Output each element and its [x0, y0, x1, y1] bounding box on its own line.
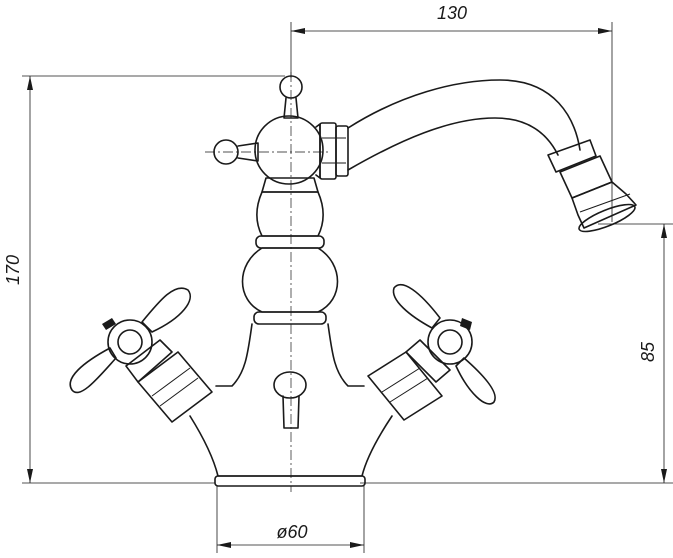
left-valve-line-2 — [159, 377, 199, 407]
left-valve-body — [137, 351, 213, 423]
right-handle — [367, 283, 496, 421]
popup-lever-knob — [273, 371, 307, 399]
right-valve-line-1 — [381, 367, 421, 393]
base-plate — [214, 475, 366, 487]
head-ball — [254, 115, 324, 185]
lower-ring — [253, 311, 327, 325]
dimension-spout-height: 85 — [360, 223, 673, 484]
arrowhead-top — [27, 76, 33, 90]
popup-lever-rod — [282, 395, 300, 429]
right-handle-hub-inner — [437, 329, 463, 355]
dimension-width: 130 — [290, 3, 613, 222]
body-saddle-left — [215, 323, 253, 387]
top-finial-ball — [279, 75, 303, 99]
right-valve-line-2 — [389, 377, 429, 403]
base-diameter-label: ø60 — [276, 522, 307, 542]
side-finial-ball — [213, 139, 239, 165]
top-finial-stem — [283, 97, 299, 119]
spout-arm-bottom — [347, 117, 559, 171]
neck-collar — [261, 177, 319, 193]
dimension-height: 170 — [3, 75, 285, 484]
arrowhead-right — [598, 28, 612, 34]
left-handle-blade-lower — [69, 347, 117, 394]
height-label: 170 — [3, 255, 23, 285]
right-valve-body — [367, 351, 443, 421]
right-handle-blade-lower — [455, 357, 496, 405]
arrowhead-spout-bottom — [661, 469, 667, 483]
arrowhead-base-left — [217, 542, 231, 548]
spout-outlet-mouth — [578, 203, 636, 233]
arrowhead-left — [291, 28, 305, 34]
right-handle-blade-upper — [392, 283, 441, 329]
body-saddle-right — [327, 323, 365, 387]
arrowhead-base-right — [350, 542, 364, 548]
left-handle-blade-upper — [141, 287, 191, 333]
spout-ring-3 — [335, 125, 349, 177]
arrowhead-bottom — [27, 469, 33, 483]
side-finial-stem — [237, 142, 259, 162]
left-handle-hub-inner — [117, 329, 143, 355]
right-handle-indicator — [460, 318, 472, 330]
right-handle-hub-outer — [427, 319, 473, 365]
arrowhead-spout-top — [661, 224, 667, 238]
large-bulb — [241, 247, 339, 313]
left-handle-hub-outer — [107, 319, 153, 365]
spout-outlet-line — [579, 193, 631, 213]
left-valve-cap — [125, 339, 173, 383]
right-valve-cap — [405, 339, 451, 383]
dimension-base-diameter: ø60 — [216, 486, 365, 553]
middle-ring — [255, 235, 325, 249]
spout-outlet — [571, 181, 637, 229]
faucet-body — [189, 75, 637, 487]
upper-column — [255, 191, 325, 237]
spout-arm-top — [347, 79, 581, 151]
left-handle-indicator — [102, 318, 116, 330]
left-handle — [69, 287, 213, 423]
spout-collar — [547, 139, 597, 173]
left-valve-line-1 — [151, 367, 191, 397]
spout-height-label: 85 — [638, 341, 658, 362]
width-label: 130 — [437, 3, 467, 23]
